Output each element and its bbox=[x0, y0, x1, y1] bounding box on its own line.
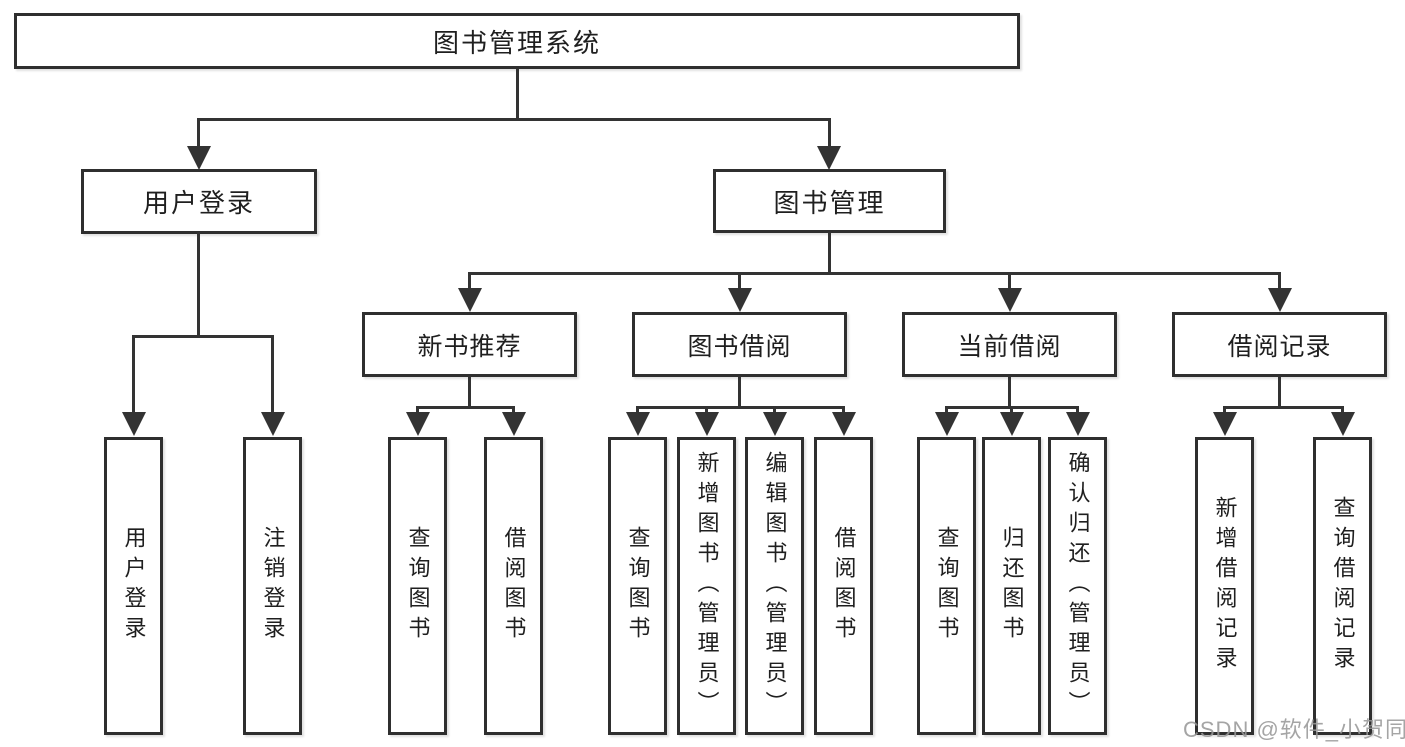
leaf-borrow-books-2: 借阅图书 bbox=[814, 437, 873, 735]
connector-vline bbox=[197, 232, 200, 338]
node-label: 借阅记录 bbox=[1227, 332, 1332, 361]
arrowhead-down bbox=[1330, 412, 1355, 436]
leaf-logout: 注销登录 bbox=[243, 437, 302, 735]
arrowhead-down bbox=[501, 412, 526, 436]
leaf-label: 借阅图书 bbox=[501, 526, 527, 646]
connector-hline bbox=[636, 406, 845, 409]
connector-stem bbox=[945, 406, 948, 416]
arrowhead-down bbox=[934, 412, 959, 436]
node-new-book-recommendation: 新书推荐 bbox=[362, 312, 577, 377]
arrowhead-down bbox=[457, 288, 482, 312]
leaf-label: 用户登录 bbox=[121, 526, 147, 646]
arrowhead-down bbox=[121, 412, 146, 436]
connector-hline bbox=[416, 406, 515, 409]
connector-stem bbox=[416, 406, 419, 416]
connector-stem bbox=[197, 118, 200, 150]
connector-vline bbox=[1008, 376, 1011, 409]
leaf-label: 查询图书 bbox=[934, 526, 960, 646]
connector-stem bbox=[773, 406, 776, 416]
connector-stem bbox=[512, 406, 515, 416]
connector-stem bbox=[1341, 406, 1344, 416]
connector-stem bbox=[842, 406, 845, 416]
leaf-user-login: 用户登录 bbox=[104, 437, 163, 735]
node-label: 用户登录 bbox=[142, 188, 255, 218]
leaf-label: 查询图书 bbox=[405, 526, 431, 646]
leaf-label: 确认归还（管理员） bbox=[1065, 451, 1091, 721]
arrowhead-down bbox=[762, 412, 787, 436]
arrowhead-down bbox=[1267, 288, 1292, 312]
connector-stem bbox=[1278, 272, 1281, 292]
connector-hline bbox=[197, 118, 830, 121]
leaf-query-books-1: 查询图书 bbox=[388, 437, 447, 735]
leaf-label: 注销登录 bbox=[260, 526, 286, 646]
leaf-borrow-books-1: 借阅图书 bbox=[484, 437, 543, 735]
leaf-label: 编辑图书（管理员） bbox=[762, 451, 788, 721]
arrowhead-down bbox=[405, 412, 430, 436]
connector-stem bbox=[636, 406, 639, 416]
arrowhead-down bbox=[817, 146, 841, 170]
connector-stem bbox=[468, 272, 471, 292]
leaf-query-books-2: 查询图书 bbox=[608, 437, 667, 735]
node-label: 新书推荐 bbox=[417, 332, 522, 361]
node-book-borrowing: 图书借阅 bbox=[632, 312, 847, 377]
connector-vline bbox=[738, 376, 741, 409]
leaf-query-books-3: 查询图书 bbox=[917, 437, 976, 735]
leaf-add-books-admin: 新增图书（管理员） bbox=[677, 437, 736, 735]
arrowhead-down bbox=[831, 412, 856, 436]
leaf-return-books: 归还图书 bbox=[982, 437, 1041, 735]
leaf-label: 新增借阅记录 bbox=[1212, 496, 1238, 676]
connector-stem bbox=[271, 335, 274, 414]
node-user-login: 用户登录 bbox=[81, 169, 317, 234]
arrowhead-down bbox=[186, 146, 211, 170]
arrowhead-down bbox=[1065, 412, 1090, 436]
leaf-label: 新增图书（管理员） bbox=[694, 451, 720, 721]
leaf-confirm-return-admin: 确认归还（管理员） bbox=[1048, 437, 1107, 735]
leaf-edit-books-admin: 编辑图书（管理员） bbox=[745, 437, 804, 735]
node-label: 图书管理 bbox=[773, 187, 886, 218]
connector-hline bbox=[132, 335, 274, 338]
connector-stem bbox=[1008, 272, 1011, 292]
leaf-label: 借阅图书 bbox=[831, 526, 857, 646]
connector-stem bbox=[738, 272, 741, 292]
arrowhead-down bbox=[260, 412, 285, 436]
arrowhead-down bbox=[999, 412, 1024, 436]
connector-hline bbox=[468, 272, 1281, 275]
leaf-label: 查询借阅记录 bbox=[1330, 496, 1356, 676]
csdn-watermark: CSDN @软件_小贺同学 bbox=[1183, 717, 1405, 742]
node-current-borrowing: 当前借阅 bbox=[902, 312, 1117, 377]
arrowhead-down bbox=[727, 288, 752, 312]
connector-hline bbox=[1223, 406, 1344, 409]
arrowhead-down bbox=[997, 288, 1022, 312]
connector-vline bbox=[468, 376, 471, 409]
node-book-management: 图书管理 bbox=[713, 169, 946, 233]
arrowhead-down bbox=[1212, 412, 1237, 436]
connector-stem bbox=[1223, 406, 1226, 416]
connector-vline bbox=[515, 69, 519, 120]
node-label: 图书管理系统 bbox=[432, 27, 601, 58]
leaf-add-borrow-record: 新增借阅记录 bbox=[1195, 437, 1254, 735]
leaf-label: 查询图书 bbox=[625, 526, 651, 646]
arrowhead-down bbox=[694, 412, 719, 436]
arrowhead-down bbox=[625, 412, 650, 436]
connector-vline bbox=[1278, 376, 1281, 409]
leaf-query-borrow-record: 查询借阅记录 bbox=[1313, 437, 1372, 735]
connector-stem bbox=[705, 406, 708, 416]
leaf-label: 归还图书 bbox=[999, 526, 1025, 646]
connector-stem bbox=[1076, 406, 1079, 416]
node-borrowing-records: 借阅记录 bbox=[1172, 312, 1387, 377]
connector-stem bbox=[132, 335, 135, 414]
connector-stem bbox=[1010, 406, 1013, 416]
connector-stem bbox=[827, 118, 831, 150]
connector-vline bbox=[827, 232, 831, 275]
node-book-management-system: 图书管理系统 bbox=[14, 13, 1020, 69]
node-label: 图书借阅 bbox=[687, 332, 792, 361]
node-label: 当前借阅 bbox=[957, 332, 1062, 361]
